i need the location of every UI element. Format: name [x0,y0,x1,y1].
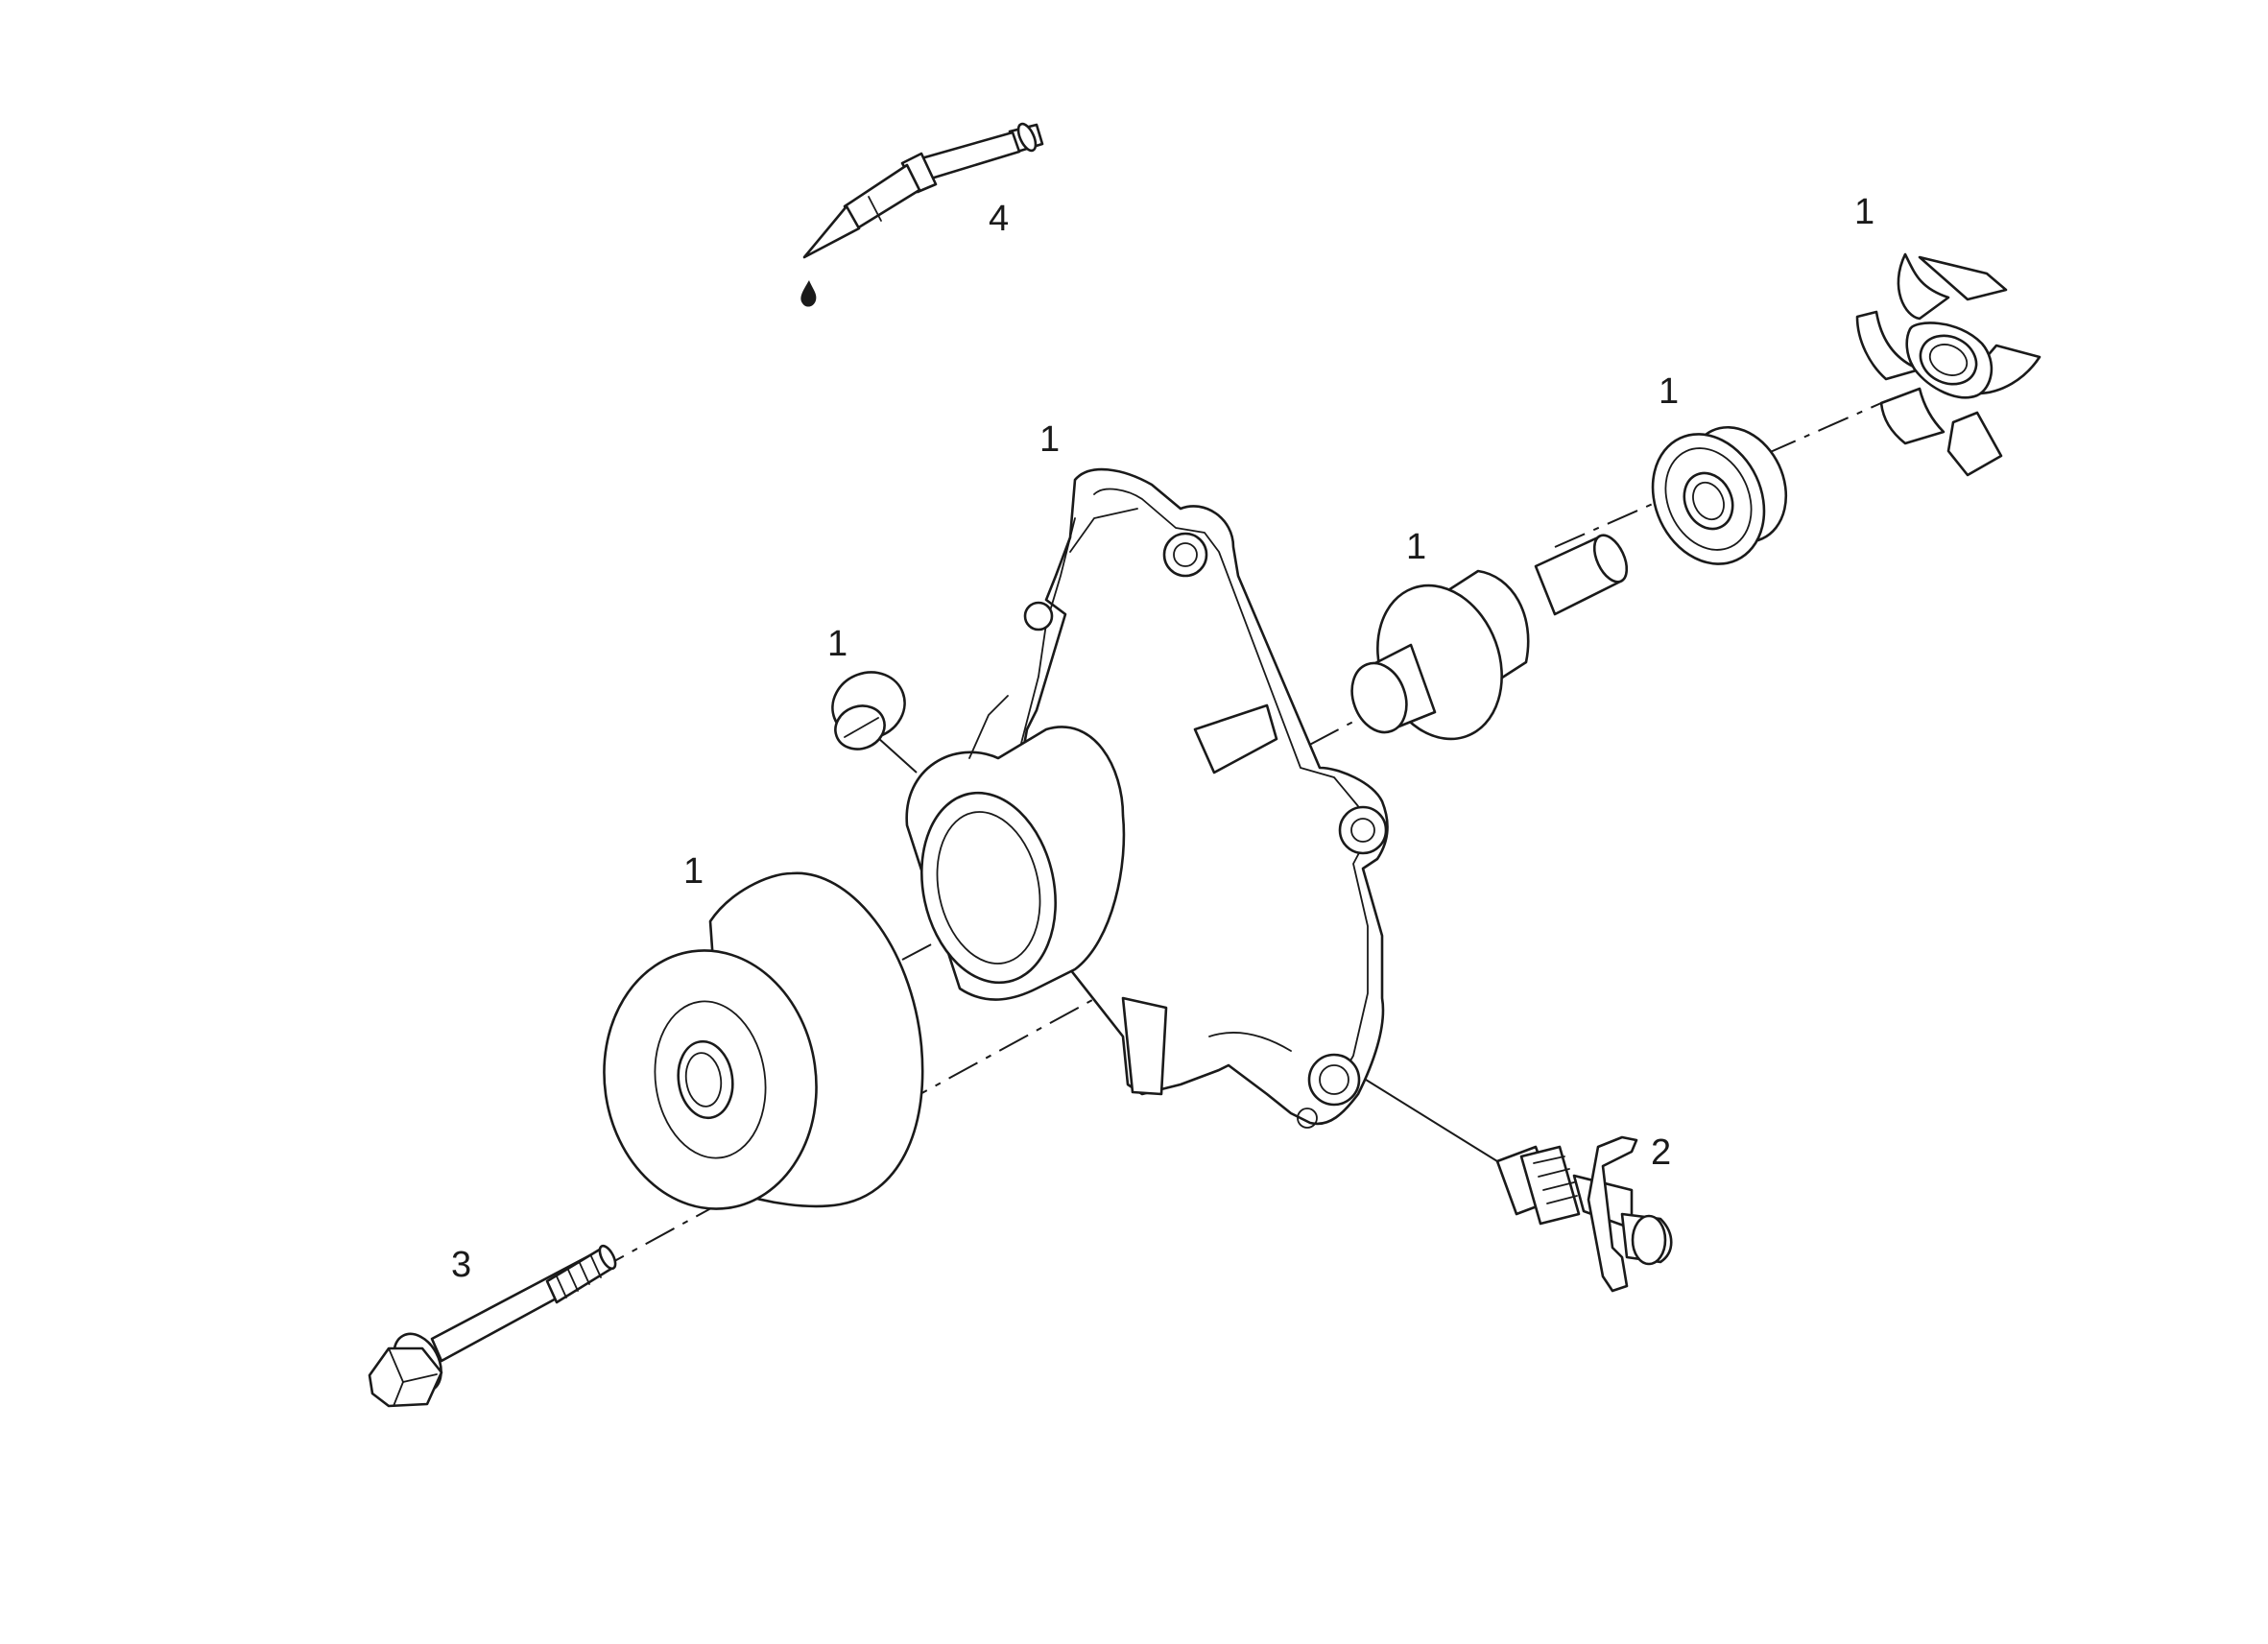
shaft-bearing-icon [1350,534,1629,741]
callout-impeller: 1 [1854,192,1874,232]
drop-icon [800,280,817,307]
callout-syringe: 4 [989,199,1009,239]
lubricant-syringe-icon [800,122,1044,307]
impeller-icon [1855,252,2041,477]
pulley-icon [603,871,924,1210]
callout-sensor-fitting: 2 [1651,1132,1671,1173]
callout-small-plug: 1 [827,624,848,664]
callout-pump-housing: 1 [1039,419,1060,460]
small-plug-icon [831,671,906,751]
callout-pulley: 1 [683,851,704,892]
sensor-fitting-icon [1495,1135,1673,1293]
callouts: 4 1 1 1 1 1 1 2 3 [451,192,1874,1285]
mechanical-seal-icon [1651,425,1788,565]
pump-housing-icon [905,467,1389,1129]
callout-mechanical-seal: 1 [1659,371,1679,412]
callout-flange-bolt: 3 [451,1245,471,1285]
flange-bolt-icon [368,1244,617,1408]
callout-shaft-bearing: 1 [1406,527,1426,567]
